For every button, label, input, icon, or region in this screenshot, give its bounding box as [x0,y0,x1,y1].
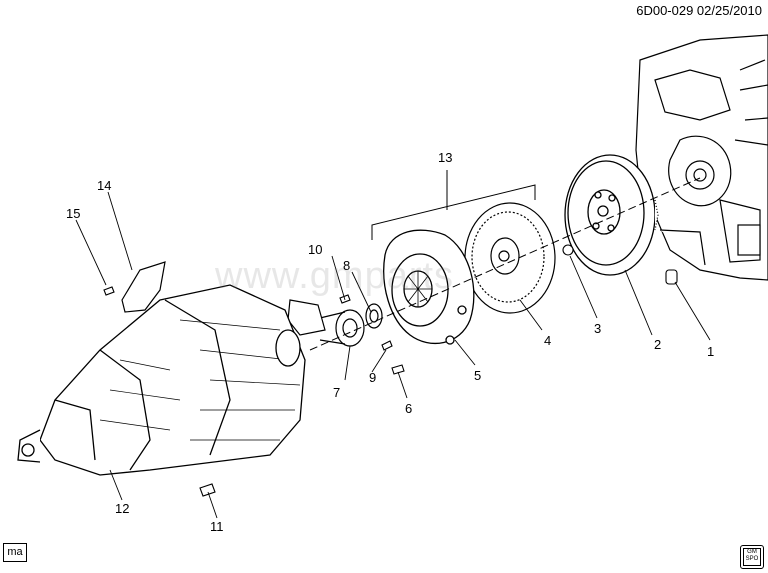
callout-14[interactable]: 14 [97,178,112,193]
callout-3[interactable]: 3 [594,321,602,336]
bearing-assembly [287,299,383,347]
bracket [121,261,166,313]
callout-5[interactable]: 5 [474,368,482,383]
callout-12[interactable]: 12 [115,501,130,516]
gm-logo-line1: GM [747,549,757,555]
clutch-disc [464,202,556,314]
callout-15[interactable]: 15 [66,206,81,221]
bracket-13 [371,170,536,240]
ma-badge: ma [3,543,27,562]
callout-2[interactable]: 2 [654,337,662,352]
small-parts [103,244,678,497]
gm-logo-line2: SPO [745,556,759,562]
leader-lines [75,191,711,519]
callout-7[interactable]: 7 [333,385,341,400]
callout-4[interactable]: 4 [544,333,552,348]
alignment-axis [309,177,701,351]
callout-10[interactable]: 10 [308,242,323,257]
gm-spo-logo-icon: GM SPO [740,545,764,569]
callout-6[interactable]: 6 [405,401,413,416]
callout-8[interactable]: 8 [343,258,351,273]
flywheel [564,154,659,276]
callout-9[interactable]: 9 [369,370,377,385]
pressure-plate [383,229,475,345]
callout-13[interactable]: 13 [438,150,453,165]
callout-1[interactable]: 1 [707,344,715,359]
callout-11[interactable]: 11 [210,519,224,534]
engine-block [635,34,768,281]
transmission [17,284,306,476]
diagram-reference: 6D00-029 02/25/2010 [636,3,762,18]
